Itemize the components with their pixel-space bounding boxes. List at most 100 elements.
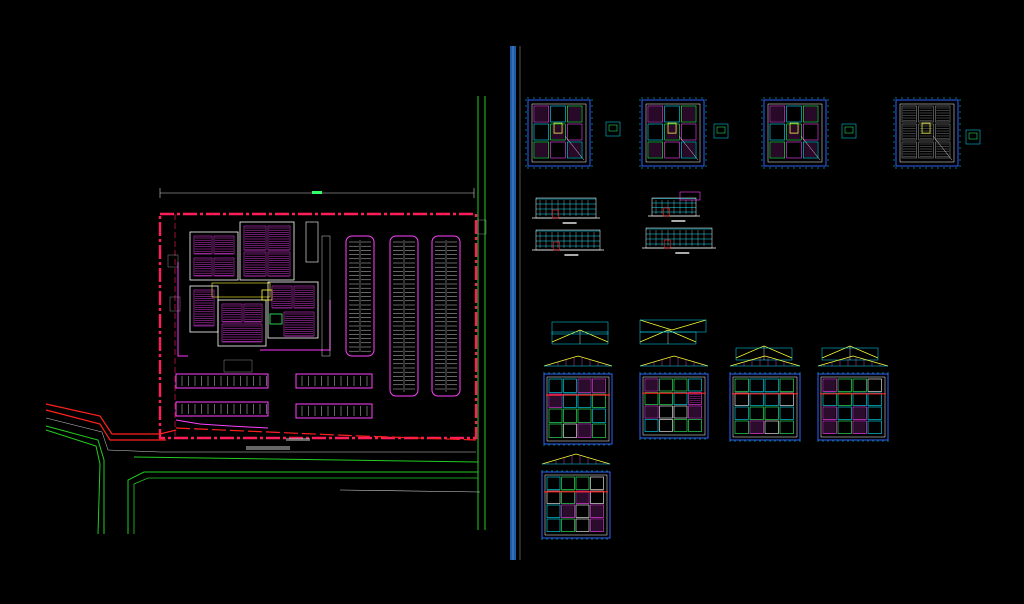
parking-island-1 (389, 235, 419, 397)
plan-sheet-4-room (935, 123, 951, 141)
street-label-2 (286, 438, 310, 441)
plan-sheet-2-border (641, 99, 705, 167)
parking-island-0 (345, 235, 375, 357)
plan-sheet-1-room (567, 141, 583, 159)
plan-sheet-3-room (786, 105, 802, 123)
plan-sheet-1-border (527, 99, 591, 167)
elevation-2a[interactable] (648, 191, 701, 222)
section-sheet-4-room (837, 420, 852, 434)
section-sheet-2-room (659, 378, 673, 392)
plan-sheet-4[interactable] (893, 97, 961, 169)
section-sheet-4-room (822, 378, 837, 392)
section-sheet-3-room (779, 406, 794, 420)
section-sheet-2-border (639, 373, 709, 439)
plan-sheet-2-wall (645, 103, 701, 163)
plan-sheet-3-wall (767, 103, 823, 163)
road-edge-green-3 (133, 456, 479, 463)
section-sheet-1-room (577, 378, 592, 393)
note-block-left (167, 254, 179, 268)
section-sheet-3-room (749, 378, 764, 392)
section-sheet-3-room (734, 392, 749, 406)
plan-sheet-1[interactable] (525, 97, 593, 169)
legend-note-3 (965, 129, 981, 145)
building-room-hatching (193, 225, 315, 343)
section-sheet-3-room (734, 406, 749, 420)
note-block-center (223, 359, 253, 373)
section-sheet-1[interactable] (543, 355, 613, 446)
legend-note-inner (844, 126, 854, 134)
section-sheet-3-room (734, 378, 749, 392)
plan-sheet-1-stair (553, 122, 563, 134)
section-sheet-4[interactable] (817, 355, 889, 442)
plan-sheet-4-room (918, 141, 934, 159)
section-elevation-0 (551, 329, 609, 345)
section-sheet-3-room (749, 406, 764, 420)
section-sheet-1-room (577, 393, 592, 408)
legend-note-0 (605, 121, 621, 137)
parking-aisles-vertical (321, 235, 461, 397)
elevation-1a-outline (535, 197, 597, 219)
section-sheet-4-room (837, 378, 852, 392)
section-sheet-3-room (749, 420, 764, 434)
elevation-1a-label (562, 222, 577, 224)
plan-sheet-4-border (895, 99, 959, 167)
street-curb-red-2 (45, 409, 166, 441)
plan-sheet-3[interactable] (761, 97, 829, 169)
section-sheet-4-room (822, 420, 837, 434)
plan-sheet-2[interactable] (639, 97, 707, 169)
section-sheet-5-room (546, 476, 561, 490)
room-3 (213, 257, 235, 277)
section-sheet-4-room (867, 378, 882, 392)
elevation-2b[interactable] (642, 227, 716, 254)
plan-sheet-4-room (935, 105, 951, 123)
section-sheet-1-room (563, 423, 577, 438)
section-sheet-2-room (659, 392, 673, 405)
section-elevation-3 (821, 345, 879, 361)
elevation-1b[interactable] (532, 229, 604, 256)
parking-row-1 (175, 401, 269, 417)
plan-sheet-3-room (803, 123, 819, 141)
section-sheet-5-room (561, 504, 575, 518)
road-edge-green-2 (45, 429, 101, 535)
drawing-sheets[interactable] (525, 97, 981, 540)
section-sheet-4-room (837, 406, 852, 420)
section-sheet-1-room (592, 423, 606, 438)
section-sheet-2-truss (639, 355, 709, 367)
elevation-1a-door (552, 209, 559, 219)
parking-island-2 (431, 235, 461, 397)
elevation-2a-door (663, 207, 670, 217)
section-sheet-5-border (541, 471, 611, 539)
parking-row-0 (175, 373, 269, 389)
section-sheet-1-room (592, 393, 606, 408)
section-sheet-1-room (548, 423, 563, 438)
road-edge-green-5 (133, 477, 478, 534)
plan-sheet-2-room (664, 123, 680, 141)
section-sheet-5-room (575, 504, 590, 518)
section-sheet-3-room (764, 392, 779, 406)
plan-sheet-1-room (533, 105, 549, 123)
building-unit-b (239, 221, 295, 281)
plan-sheet-3-room (786, 141, 802, 159)
plan-sheet-2-room (681, 105, 697, 123)
section-sheet-3[interactable] (729, 355, 801, 442)
layout-divider-shadow (519, 46, 521, 560)
elevation-1b-label (564, 254, 579, 256)
note-block-left-2 (169, 296, 181, 312)
section-sheet-5-room (561, 518, 575, 532)
section-sheet-2-room (659, 405, 673, 419)
building-unit-d (217, 299, 267, 347)
section-sheet-4-wall (820, 376, 886, 438)
section-sheet-2-room (673, 378, 688, 392)
section-sheet-4-room (867, 406, 882, 420)
building-cluster[interactable] (177, 221, 331, 357)
elevation-1a[interactable] (532, 197, 600, 224)
section-sheet-5[interactable] (541, 453, 611, 540)
section-sheet-2[interactable] (639, 355, 709, 440)
section-sheet-2-room (688, 392, 702, 405)
section-sheet-1-room (577, 423, 592, 438)
section-sheet-3-wall (732, 376, 798, 438)
site-plan[interactable] (45, 96, 487, 535)
dimension-text-top (312, 191, 322, 194)
section-sheet-2-room (644, 392, 659, 405)
